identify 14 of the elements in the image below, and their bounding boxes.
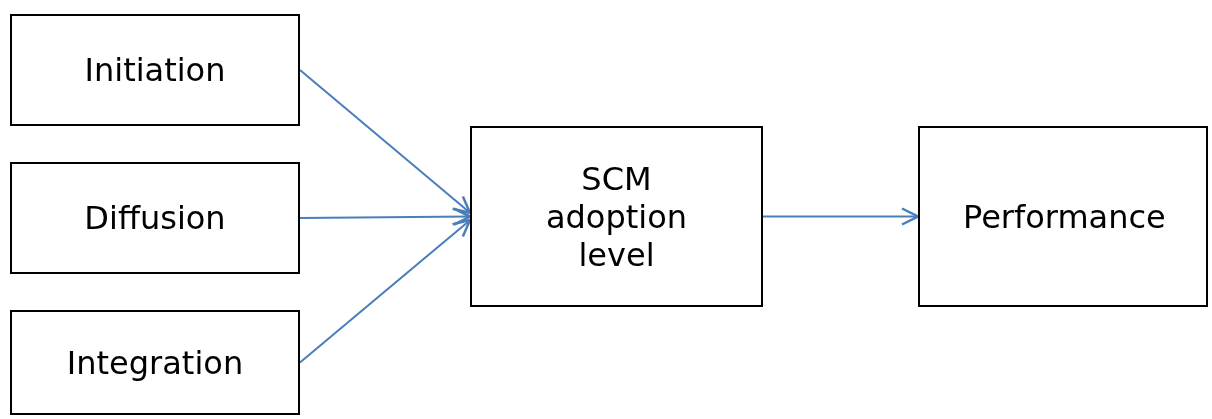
arrow <box>299 69 472 215</box>
process-box <box>918 126 1208 307</box>
box-label: Performance <box>963 197 1163 236</box>
box-label: Integration <box>66 343 244 382</box>
process-box <box>10 162 300 274</box>
box-label: SCM adoption level <box>544 159 689 274</box>
arrow <box>762 207 920 226</box>
box-label: Initiation <box>84 51 226 89</box>
arrow <box>299 207 472 226</box>
box-label: Diffusion <box>84 199 226 237</box>
arrow <box>299 218 472 364</box>
process-box <box>10 310 300 415</box>
process-box <box>470 126 763 307</box>
process-box <box>10 14 300 126</box>
